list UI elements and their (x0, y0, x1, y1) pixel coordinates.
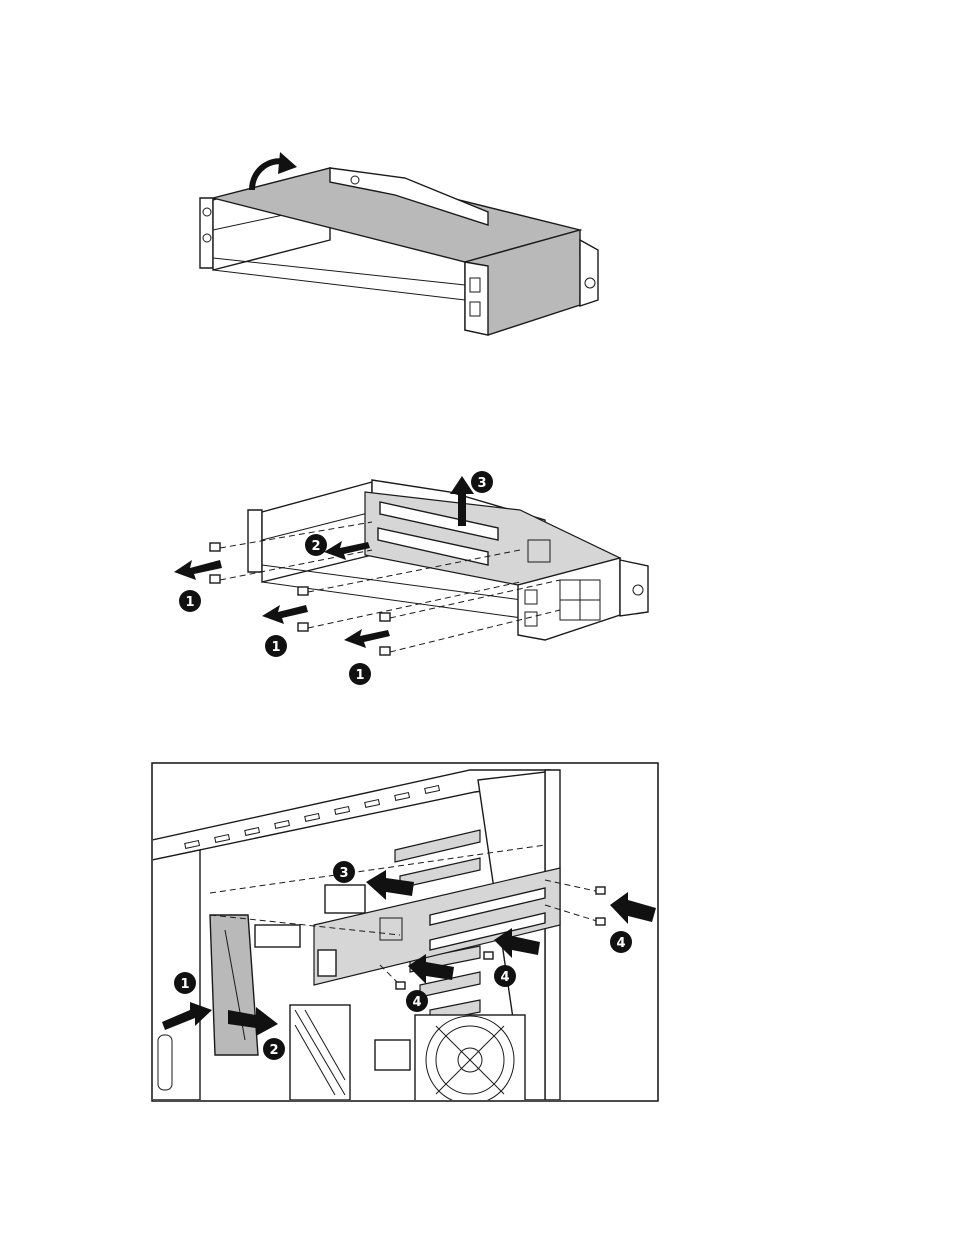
figure-chassis-installation: 1 2 3 4 4 4 (152, 763, 658, 1105)
callout-2: 2 (263, 1038, 285, 1060)
screw-icon (484, 952, 493, 959)
callout-number: 2 (269, 1043, 278, 1058)
callout-4: 4 (494, 965, 516, 987)
callout-1: 1 (174, 972, 196, 994)
cage-bracket-right (580, 240, 598, 306)
callout-1: 1 (265, 635, 287, 657)
screw-icon (396, 982, 405, 989)
callout-number: 1 (180, 977, 189, 992)
callout-2: 2 (305, 534, 327, 556)
screw-icon (380, 613, 390, 621)
callout-number: 4 (616, 936, 625, 951)
callout-number: 4 (500, 970, 509, 985)
cage-end-plate (465, 262, 488, 335)
board-component (255, 925, 300, 947)
chassis-right-wall (545, 770, 560, 1100)
callout-number: 1 (271, 640, 280, 655)
board-component (325, 885, 365, 913)
board-component (375, 1040, 410, 1070)
callout-4: 4 (406, 990, 428, 1012)
callout-number: 1 (355, 668, 364, 683)
screw-icon (298, 587, 308, 595)
screw-icon (380, 647, 390, 655)
callout-3: 3 (333, 861, 355, 883)
screw-icon (596, 887, 605, 894)
rotate-arrow-head-icon (278, 152, 297, 174)
heatsink (290, 1005, 350, 1100)
screw-icon (210, 575, 220, 583)
riser-connector (318, 950, 336, 976)
screw-path (308, 582, 520, 628)
figure-riser-board-removal: 1 1 1 2 3 (174, 471, 648, 685)
callout-number: 3 (339, 866, 348, 881)
arrow-left-icon (262, 605, 308, 624)
callout-number: 1 (185, 595, 194, 610)
screw-icon (210, 543, 220, 551)
screw-icon (298, 623, 308, 631)
callout-4: 4 (610, 931, 632, 953)
callout-1: 1 (349, 663, 371, 685)
callout-3: 3 (471, 471, 493, 493)
fan-icon (415, 1015, 525, 1105)
figure-riser-cage-cover (200, 152, 598, 335)
callout-number: 3 (477, 476, 486, 491)
callout-number: 4 (412, 995, 421, 1010)
cage-bracket-right (620, 560, 648, 616)
cage-floor-edge (213, 258, 465, 285)
screw-icon (596, 918, 605, 925)
callout-number: 2 (311, 539, 320, 554)
callout-1: 1 (179, 590, 201, 612)
cage-floor-edge (213, 270, 465, 300)
arrow-left-icon (344, 629, 390, 648)
chassis-left-wall (152, 850, 200, 1100)
